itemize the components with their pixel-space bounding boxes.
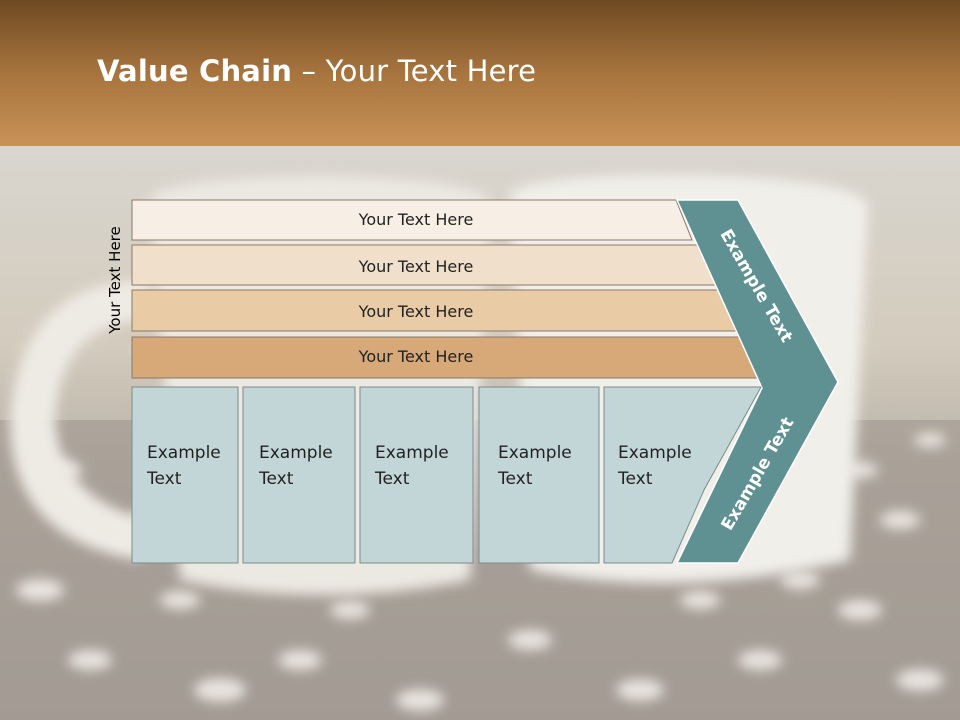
title-rest: – Your Text Here xyxy=(292,54,537,88)
band-4-label: Your Text Here xyxy=(358,347,474,366)
band-3-label: Your Text Here xyxy=(358,302,474,321)
box-4: Example Text xyxy=(478,386,600,564)
box-2-line2: Text xyxy=(258,469,294,489)
slide-title: Value Chain – Your Text Here xyxy=(97,54,536,88)
band-2-label: Your Text Here xyxy=(358,257,474,276)
box-3-line2: Text xyxy=(374,469,410,489)
box-5: Example Text xyxy=(603,386,762,564)
svg-text:Text: Text xyxy=(146,469,182,489)
svg-text:Example: Example xyxy=(259,443,333,463)
band-3: Your Text Here xyxy=(131,289,740,332)
chevron-arrow xyxy=(675,199,839,564)
reflection xyxy=(131,562,760,720)
band-4: Your Text Here xyxy=(131,336,765,379)
svg-text:Example: Example xyxy=(498,443,572,463)
svg-text:Example: Example xyxy=(375,443,449,463)
svg-text:Example: Example xyxy=(147,443,221,463)
svg-text:Text: Text xyxy=(497,469,533,489)
svg-text:Text: Text xyxy=(617,469,653,489)
band-2: Your Text Here xyxy=(131,244,717,286)
box-4-line2: Text xyxy=(497,469,533,489)
box-5-line2: Text xyxy=(617,469,653,489)
box-2-line1: Example xyxy=(259,443,333,463)
title-bold: Value Chain xyxy=(97,54,293,88)
box-3-line1: Example xyxy=(375,443,449,463)
band-1: Your Text Here xyxy=(131,199,693,241)
box-1-line1: Example xyxy=(147,443,221,463)
band-1-label: Your Text Here xyxy=(358,210,474,229)
box-5-line1: Example xyxy=(618,443,692,463)
title-bar xyxy=(0,0,960,146)
svg-text:Text: Text xyxy=(258,469,294,489)
box-4-line1: Example xyxy=(498,443,572,463)
svg-text:Example: Example xyxy=(618,443,692,463)
box-2: Example Text xyxy=(242,386,356,564)
box-3: Example Text xyxy=(359,386,474,564)
box-1: Example Text xyxy=(131,386,239,564)
box-1-line2: Text xyxy=(146,469,182,489)
svg-text:Text: Text xyxy=(374,469,410,489)
